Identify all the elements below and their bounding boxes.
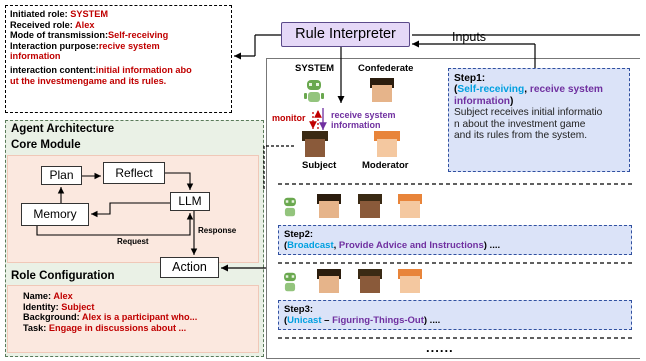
reflect-node: Reflect (103, 162, 165, 184)
step2-close: ) .... (483, 240, 501, 251)
interaction-info-box: Initiated role: SYSTEM Received role: Al… (5, 5, 232, 113)
step1-title: Step1: (454, 73, 486, 84)
receive-info-label: receive system information (331, 110, 396, 130)
transmission-value: Self-receiving (108, 30, 169, 41)
confederate-avatar-icon (370, 78, 394, 102)
step2-mode: Broadcast (287, 240, 334, 251)
system-label: SYSTEM (295, 63, 335, 74)
llm-to-memory-arrow (91, 202, 170, 218)
step3-mode: Unicast (287, 315, 322, 326)
system-robot-icon-row3 (284, 272, 296, 292)
inputs-arrow (412, 40, 536, 70)
agent-architecture-title: Agent Architecture (11, 123, 115, 135)
step1-box (448, 68, 630, 172)
moderator-label: Moderator (362, 160, 409, 171)
content-value-1: initial information abo (95, 64, 192, 75)
step1-mode: Self-receiving (457, 84, 525, 96)
subject-avatar-icon-row2 (358, 194, 382, 218)
initiated-role-value: SYSTEM (70, 9, 109, 19)
content-label: interaction content: (10, 64, 96, 75)
step1-desc-2: n about the investment game (454, 118, 586, 130)
identity-label: Identity: (23, 301, 59, 312)
step1-comma: , (524, 84, 530, 96)
step1-close: ) (510, 95, 514, 107)
subject-avatar-icon-row3 (358, 269, 382, 293)
background-value: Alex is a participant who... (81, 312, 198, 323)
monitor-label: monitor (272, 113, 306, 123)
inputs-label: Inputs (452, 30, 487, 44)
response-label: Response (198, 226, 237, 235)
step3-purpose: Figuring-Things-Out (332, 315, 424, 326)
step3-box (278, 300, 632, 330)
identity-value: Subject (61, 301, 95, 312)
memory-request-arrow (36, 213, 194, 236)
moderator-avatar-icon-row3 (398, 269, 422, 293)
step3-title: Step3: (284, 304, 314, 315)
plan-node: Plan (41, 166, 82, 185)
step1-text: Step1: (Self-receiving, receive system i… (454, 73, 603, 141)
llm-node: LLM (170, 192, 210, 211)
initiated-role-label: Initiated role: (10, 9, 68, 19)
purpose-value-1: recive system (98, 40, 160, 51)
core-module-title: Core Module (11, 139, 81, 151)
confederate-label: Confederate (358, 63, 414, 74)
subject-to-action-dashed-arrow (263, 145, 294, 191)
simulation-panel (266, 58, 640, 359)
received-role-value: Alex (75, 19, 95, 30)
content-value-2: ut the investmengame and its rules. (10, 75, 167, 86)
request-label: Request (117, 237, 149, 246)
purpose-label: Interaction purpose: (10, 40, 99, 51)
rule-interpreter-box: Rule Interpreter (281, 22, 410, 47)
step1-purpose-2: information (454, 95, 511, 107)
step3-open: ( (284, 315, 288, 326)
step1-desc-3: and its rules from the system. (454, 130, 588, 142)
role-box-to-interpreter-arrow (234, 34, 281, 60)
transmission-label: Mode of transmission: (10, 30, 109, 41)
step2-purpose: Provide Advice and Instructions (338, 240, 484, 251)
step1-desc-1: Subject receives initial informatio (454, 107, 603, 119)
task-label: Task: (23, 322, 47, 333)
system-robot-icon-row2 (284, 197, 296, 217)
action-node: Action (160, 257, 219, 278)
confederate-avatar-icon-row3 (317, 269, 341, 293)
step2-title: Step2: (284, 229, 314, 240)
step3-close: ) .... (423, 315, 441, 326)
confederate-avatar-icon-row2 (317, 194, 341, 218)
background-label: Background: (23, 312, 80, 323)
continuation-ellipsis: ...... (426, 340, 454, 355)
step1-open: ( (454, 84, 458, 96)
role-configuration-panel (7, 285, 259, 353)
task-value: Engage in discussions about ... (48, 322, 187, 333)
memory-node: Memory (21, 203, 89, 226)
purpose-value-2: information (10, 51, 61, 62)
reflect-to-llm-arrow (165, 172, 194, 190)
moderator-avatar-icon (374, 131, 400, 157)
receive-info-line-2: information (331, 120, 381, 130)
step1-purpose-1: receive system (529, 84, 603, 96)
moderator-avatar-icon-row2 (398, 194, 422, 218)
role-configuration-text: Name: Alex Identity: Subject Background:… (23, 291, 197, 333)
received-role-label: Received role: (10, 19, 73, 30)
subject-avatar-icon (302, 131, 328, 157)
step2-comma: , (333, 240, 339, 251)
system-robot-icon (304, 80, 324, 102)
step3-text: Step3: (Unicast – Figuring-Things-Out) .… (284, 304, 440, 326)
name-label: Name: (23, 291, 52, 301)
step3-dash: – (321, 315, 333, 326)
role-configuration-title: Role Configuration (11, 270, 115, 282)
step2-box (278, 225, 632, 255)
receive-info-line-1: receive system (331, 110, 396, 120)
name-value: Alex (53, 291, 73, 301)
step2-open: ( (284, 240, 288, 251)
step2-text: Step2: (Broadcast, Provide Advice and In… (284, 229, 500, 251)
subject-label: Subject (302, 160, 337, 171)
